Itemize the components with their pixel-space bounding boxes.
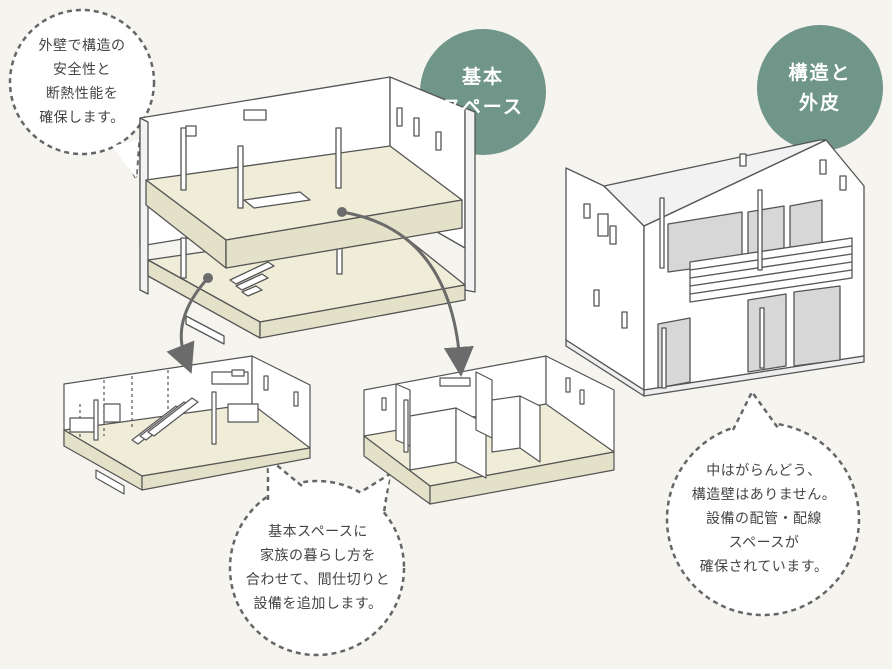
arrow-origin-dot-right xyxy=(337,207,347,217)
structure-note: 中はがらんどう、 構造壁はありません。 設備の配管・配線 スペースが 確保されて… xyxy=(691,463,837,575)
arrow-to-family-layout xyxy=(166,276,210,374)
family-layout-house xyxy=(63,355,311,495)
basic-space-house xyxy=(139,76,476,345)
layout-note: 基本スペースに 家族の暮らし方を 合わせて、間仕切りと 設備を追加します。 xyxy=(245,524,391,612)
badge-structure-shell: 構造と 外皮 xyxy=(788,62,852,114)
bubble-structure-shape xyxy=(665,389,861,617)
structure-shell-house xyxy=(565,139,865,397)
partition-layout-house xyxy=(363,355,615,505)
arrow-origin-dot-left xyxy=(203,273,213,283)
badge-basic-space: 基本 スペース xyxy=(442,66,524,118)
bubble-exterior-shape xyxy=(8,8,156,183)
arrow-to-partition-layout xyxy=(341,210,474,377)
exterior-note: 外壁で構造の 安全性と 断熱性能を 確保します。 xyxy=(38,38,126,126)
bubble-layout-shape xyxy=(228,455,406,657)
badge-structure-circle xyxy=(757,25,883,151)
